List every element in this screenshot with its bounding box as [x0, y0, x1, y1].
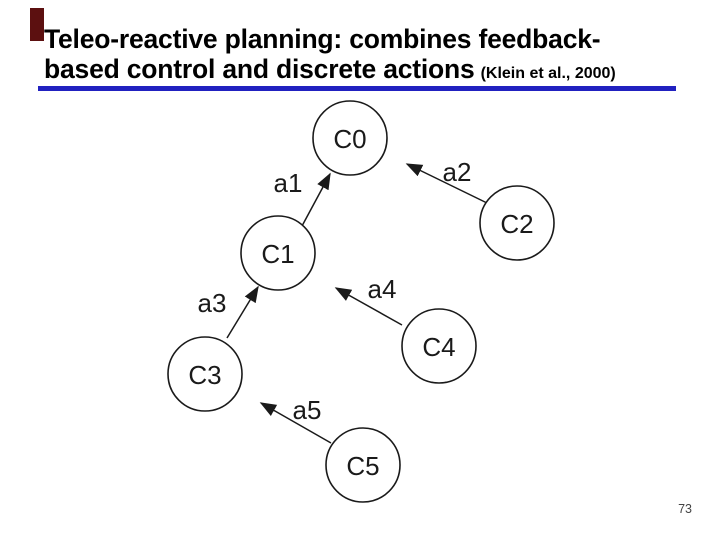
- diagram-node-C0: [312, 100, 388, 176]
- corner-accent-mark: [30, 8, 44, 41]
- title-underline-rule: [38, 86, 676, 91]
- edge-a2-C2-to-C0: [405, 163, 488, 204]
- node-label-C4: C4: [422, 332, 455, 362]
- edge-label-a4: a4: [368, 274, 397, 304]
- edge-a3-C3-to-C1: [226, 285, 259, 339]
- slide-title: Teleo-reactive planning: combines feedba…: [44, 24, 704, 89]
- page-number: 73: [678, 502, 692, 516]
- diagram-node-C3: [167, 336, 243, 412]
- edge-a1-C1-to-C0: [301, 172, 331, 227]
- edge-a4-C4-to-C1: [334, 287, 403, 326]
- edge-label-a2: a2: [443, 157, 472, 187]
- node-label-C3: C3: [188, 360, 221, 390]
- edge-label-a1: a1: [274, 168, 303, 198]
- edge-label-a5: a5: [293, 395, 322, 425]
- diagram-node-C5: [325, 427, 401, 503]
- slide-title-line2-text: based control and discrete actions: [44, 54, 475, 84]
- node-label-C0: C0: [333, 124, 366, 154]
- node-label-C2: C2: [500, 209, 533, 239]
- slide-title-citation: (Klein et al., 2000): [480, 65, 616, 82]
- node-label-C5: C5: [346, 451, 379, 481]
- diagram-node-C2: [479, 185, 555, 261]
- edge-label-a3: a3: [198, 288, 227, 318]
- slide-title-line2: based control and discrete actions (Klein…: [44, 54, 704, 89]
- diagram-node-C4: [401, 308, 477, 384]
- edge-a5-C5-to-C3: [259, 402, 332, 444]
- slide-title-line1: Teleo-reactive planning: combines feedba…: [44, 24, 601, 54]
- diagram-node-C1: [240, 215, 316, 291]
- node-label-C1: C1: [261, 239, 294, 269]
